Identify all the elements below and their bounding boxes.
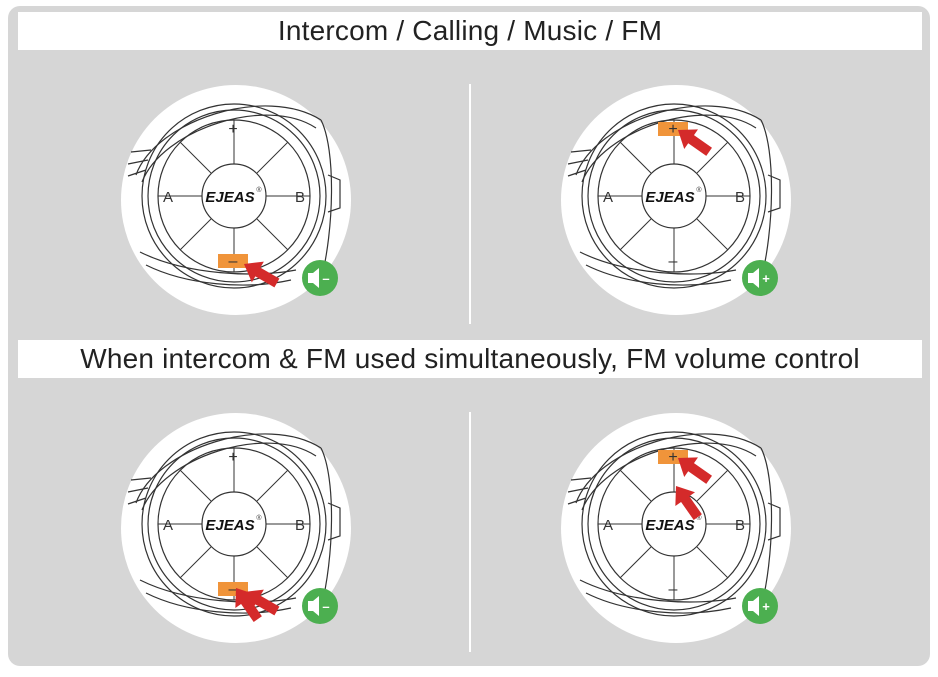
press-arrow — [675, 486, 702, 520]
panel-fm-volume-up: + – A B EJEAS ® + — [556, 408, 796, 648]
plus-button-label: + — [668, 121, 677, 138]
svg-text:–: – — [322, 271, 329, 286]
svg-text:+: + — [762, 599, 770, 614]
press-arrows — [675, 457, 712, 520]
press-arrows — [235, 588, 280, 622]
press-arrow — [244, 261, 280, 288]
registered-mark: ® — [696, 186, 702, 194]
a-button-label: A — [603, 189, 613, 206]
control-wheel — [581, 103, 767, 289]
b-button-label: B — [295, 517, 305, 534]
control-wheel — [581, 431, 767, 617]
volume-up-icon: + — [742, 260, 778, 296]
minus-button-label: – — [669, 253, 678, 270]
minus-button-label: – — [229, 253, 238, 270]
a-button-label: A — [163, 517, 173, 534]
control-wheel — [141, 431, 327, 617]
press-arrows — [678, 129, 712, 156]
registered-mark: ® — [696, 514, 702, 522]
control-wheel — [141, 103, 327, 289]
svg-text:–: – — [322, 599, 329, 614]
volume-down-icon: – — [302, 588, 338, 624]
svg-text:+: + — [762, 271, 770, 286]
brand-logo: EJEAS — [205, 517, 254, 534]
panel-intercom-volume-down: + – A B EJEAS ® – — [116, 80, 356, 320]
b-button-label: B — [295, 189, 305, 206]
press-arrow — [678, 129, 712, 156]
press-arrow — [244, 589, 280, 616]
plus-button-label: + — [228, 449, 237, 466]
section-title-fm-volume: When intercom & FM used simultaneously, … — [18, 340, 922, 378]
registered-mark: ® — [256, 186, 262, 194]
b-button-label: B — [735, 517, 745, 534]
volume-down-icon: – — [302, 260, 338, 296]
b-button-label: B — [735, 189, 745, 206]
press-arrows — [244, 261, 280, 288]
press-arrow — [678, 457, 712, 484]
section-divider-bottom — [469, 412, 471, 652]
a-button-label: A — [163, 189, 173, 206]
press-arrow — [235, 588, 262, 622]
panel-intercom-volume-up: + – A B EJEAS ® + — [556, 80, 796, 320]
minus-button-label: – — [669, 581, 678, 598]
brand-logo: EJEAS — [645, 189, 694, 206]
a-button-label: A — [603, 517, 613, 534]
volume-up-icon: + — [742, 588, 778, 624]
plus-button-label: + — [228, 121, 237, 138]
registered-mark: ® — [256, 514, 262, 522]
section-divider-top — [469, 84, 471, 324]
minus-button-pressed — [218, 254, 248, 268]
brand-logo: EJEAS — [205, 189, 254, 206]
panel-fm-volume-down: + – A B EJEAS ® – — [116, 408, 356, 648]
section-title-intercom: Intercom / Calling / Music / FM — [18, 12, 922, 50]
plus-button-label: + — [668, 449, 677, 466]
minus-button-label: – — [229, 581, 238, 598]
brand-logo: EJEAS — [645, 517, 694, 534]
